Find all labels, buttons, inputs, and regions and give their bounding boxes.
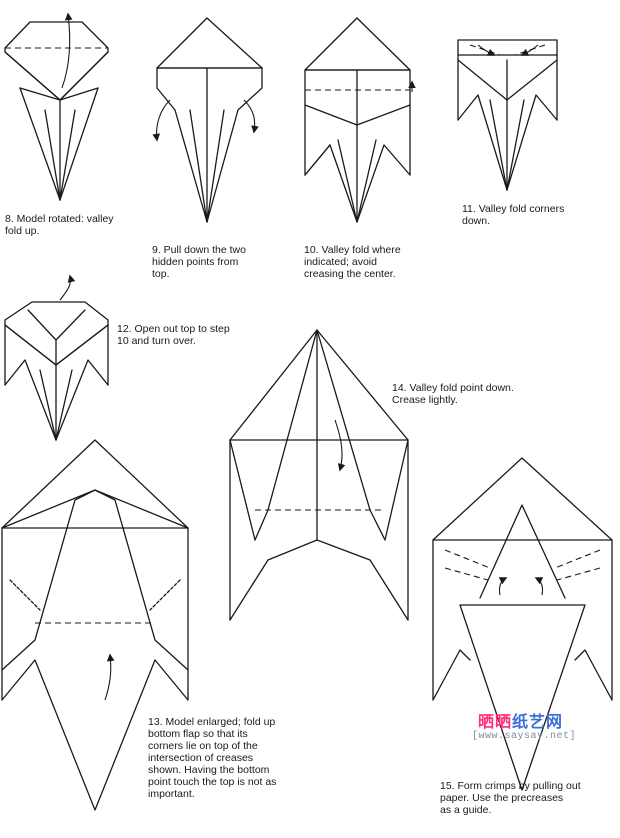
- step-14-caption: 14. Valley fold point down. Crease light…: [392, 382, 514, 406]
- watermark-url: [www.saysay.net]: [472, 731, 577, 742]
- step-15-caption: 15. Form crimps by pulling out paper. Us…: [440, 780, 581, 816]
- step-8-diagram: [4, 12, 109, 201]
- step-11-caption: 11. Valley fold corners down.: [462, 203, 565, 227]
- step-12-caption: 12. Open out top to step 10 and turn ove…: [117, 323, 230, 347]
- step-9-diagram: [152, 17, 263, 223]
- step-13-diagram: [1, 439, 189, 811]
- step-15-diagram: [432, 457, 613, 791]
- step-10-diagram: [304, 17, 416, 223]
- step-9-caption: 9. Pull down the two hidden points from …: [152, 244, 246, 280]
- step-13-caption: 13. Model enlarged; fold up bottom flap …: [148, 716, 277, 800]
- step-12-diagram: [4, 274, 109, 441]
- watermark-logo: 晒晒纸艺网: [478, 708, 588, 731]
- watermark-logo-b: 纸艺网: [512, 712, 564, 731]
- step-8-caption: 8. Model rotated: valley fold up.: [5, 213, 114, 237]
- step-11-diagram: [457, 39, 558, 191]
- step-14-diagram: [229, 329, 409, 621]
- step-10-caption: 10. Valley fold where indicated; avoid c…: [304, 244, 401, 280]
- watermark-logo-a: 晒晒: [478, 712, 513, 731]
